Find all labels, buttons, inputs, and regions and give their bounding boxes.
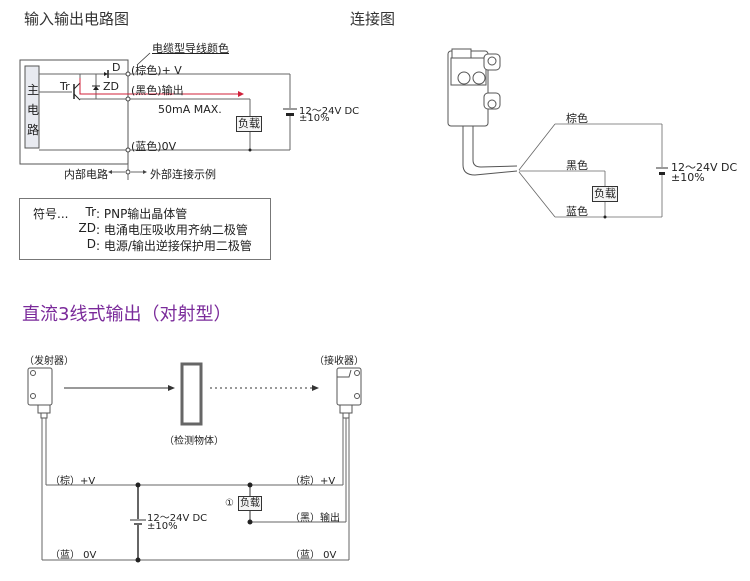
zd-label: ZD (103, 80, 120, 93)
symbol-legend: 符号... Tr : PNP输出晶体管 ZD : 电涌电压吸收用齐纳二极管 D … (19, 198, 271, 260)
black-label: (黑色)输出 (131, 84, 184, 97)
supply-voltage: 12～24V DC (299, 106, 360, 117)
conn-black-label: 黑色 (566, 159, 588, 172)
legend-desc: : 电涌电压吸收用齐纳二极管 (96, 223, 248, 237)
d-label: D (112, 61, 121, 74)
tb-supply-tolerance: ±10% (147, 521, 178, 532)
legend-symbol: ZD (78, 221, 96, 235)
conn-brown-label: 棕色 (566, 112, 588, 125)
conn-blue-label: 蓝色 (566, 205, 588, 218)
tb-load-box: 负载 (238, 496, 262, 511)
cable-color-label: 电缆型导线颜色 (152, 42, 229, 55)
load-marker: ① (225, 498, 234, 509)
legend-desc-text: 电涌电压吸收用齐纳二极管 (103, 223, 248, 237)
object-label: （检测物体） (164, 436, 224, 447)
current-arrow-head (238, 91, 244, 97)
load-box: 负载 (236, 116, 262, 132)
tr-label: Tr (60, 80, 70, 93)
supply-tolerance: ±10% (299, 113, 330, 124)
main-circuit-label: 主 电 路 (27, 80, 39, 140)
tb-load-junction-top (247, 482, 253, 488)
boundary-terminal (125, 169, 131, 175)
tb-junction-top (135, 482, 141, 488)
current-path-arrow (79, 78, 238, 95)
cable-label-leader (136, 52, 151, 66)
blue-label: (蓝色)0V (131, 140, 177, 153)
current-label: 50mA MAX. (158, 103, 222, 116)
main-circuit-char: 电 (27, 103, 40, 117)
transistor-collector (73, 93, 81, 101)
terminal-blue (125, 147, 131, 153)
junction-dot (248, 148, 252, 152)
right-blue-label: （蓝） 0V (290, 550, 337, 561)
blue-lead (518, 171, 556, 218)
sensor-drawing (447, 48, 518, 176)
internal-circuit-frame (19, 59, 129, 165)
internal-arrow-head (108, 170, 112, 174)
main-circuit-char: 路 (27, 123, 40, 137)
right-black-label: （黑）输出 (290, 513, 340, 524)
conn-junction-dot (603, 215, 607, 219)
beam-arrow-head (168, 385, 175, 391)
conn-battery-short (659, 172, 665, 175)
brown-label: (棕色)+ V (131, 64, 182, 77)
legend-desc-text: 电源/输出逆接保护用二极管 (103, 239, 252, 253)
zener-triangle (93, 86, 99, 90)
main-circuit-char: 主 (27, 83, 40, 97)
io-circuit-title: 输入输出电路图 (24, 10, 130, 28)
right-brown-label: （棕）+V (290, 476, 336, 487)
internal-circuit-label: 内部电路 (64, 168, 108, 181)
legend-symbol: Tr (85, 205, 97, 219)
emitter-drawing (27, 367, 53, 419)
detected-object (180, 362, 203, 426)
transistor-emitter (73, 82, 81, 90)
through-beam-title: 直流3线式输出（对射型） (22, 304, 232, 325)
conn-supply-tolerance: ±10% (671, 171, 705, 184)
diode-triangle (104, 72, 108, 76)
brown-lead (518, 123, 556, 171)
tb-supply-voltage: 12～24V DC (147, 513, 208, 524)
connection-title: 连接图 (350, 10, 396, 28)
main-circuit-block (24, 65, 40, 149)
legend-prefix: 符号... (33, 207, 69, 221)
receiver-label: （接收器） (314, 356, 364, 367)
external-arrow-head (143, 170, 147, 174)
tb-load-junction-bottom (247, 519, 253, 525)
conn-supply-voltage: 12～24V DC (671, 161, 738, 174)
legend-symbol: D (86, 237, 96, 251)
battery-short-plate (286, 113, 294, 116)
legend-desc: : PNP输出晶体管 (96, 207, 188, 221)
dotted-arrow-head (312, 385, 319, 391)
conn-load-box: 负载 (592, 186, 618, 202)
left-blue-label: （蓝） 0V (50, 550, 97, 561)
terminal-black (125, 96, 131, 102)
tb-junction-bottom (135, 557, 141, 563)
external-connection-label: 外部连接示例 (150, 168, 216, 181)
receiver-drawing (336, 367, 362, 419)
left-brown-label: （棕）+V (50, 476, 96, 487)
legend-desc-text: PNP输出晶体管 (103, 207, 188, 221)
legend-desc: : 电源/输出逆接保护用二极管 (96, 239, 252, 253)
terminal-brown (125, 71, 131, 77)
emitter-label: （发射器） (24, 356, 74, 367)
